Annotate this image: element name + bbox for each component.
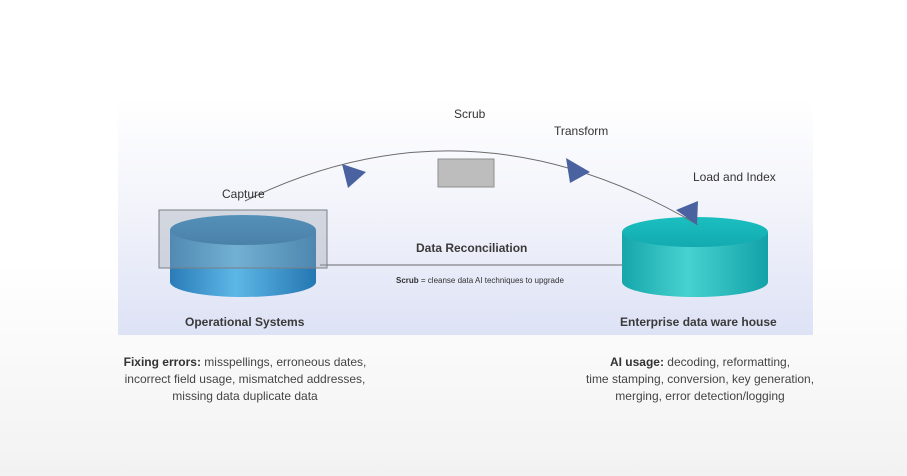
target-cylinder: [622, 217, 768, 297]
load-index-label: Load and Index: [693, 170, 776, 184]
ai-usage-line2: time stamping, conversion, key generatio…: [585, 372, 815, 386]
fixing-errors-caption: Fixing errors: misspellings, erroneous d…: [100, 354, 390, 405]
source-label: Operational Systems: [185, 315, 305, 329]
data-reconciliation-title: Data Reconciliation: [416, 241, 528, 255]
fixing-errors-heading: Fixing errors:: [123, 355, 201, 369]
ai-usage-caption: AI usage: decoding, reformatting, time s…: [560, 354, 840, 405]
capture-label: Capture: [222, 187, 265, 201]
scrub-note: Scrub = cleanse data AI techniques to up…: [396, 276, 564, 285]
ai-usage-heading: AI usage:: [609, 355, 664, 369]
scrub-note-term: Scrub: [396, 276, 419, 285]
transform-arrow-icon: [566, 158, 590, 183]
fixing-errors-line3: missing data duplicate data: [172, 389, 318, 403]
source-selection-box: [158, 209, 328, 269]
target-label: Enterprise data ware house: [620, 315, 777, 329]
scrub-label: Scrub: [454, 107, 486, 121]
transform-label: Transform: [554, 124, 609, 138]
load-arrow-icon: [676, 201, 698, 225]
fixing-errors-line2: incorrect field usage, mismatched addres…: [124, 372, 366, 386]
ai-usage-line3: merging, error detection/logging: [615, 389, 785, 403]
fixing-errors-line1: misspellings, erroneous dates,: [200, 355, 367, 369]
flow-arc: [244, 150, 699, 226]
source-cylinder: [170, 215, 316, 297]
scrub-note-text: = cleanse data AI techniques to upgrade: [418, 276, 564, 285]
capture-arrow-icon: [342, 164, 366, 188]
scrub-box: [437, 158, 495, 188]
ai-usage-line1: decoding, reformatting,: [663, 355, 791, 369]
